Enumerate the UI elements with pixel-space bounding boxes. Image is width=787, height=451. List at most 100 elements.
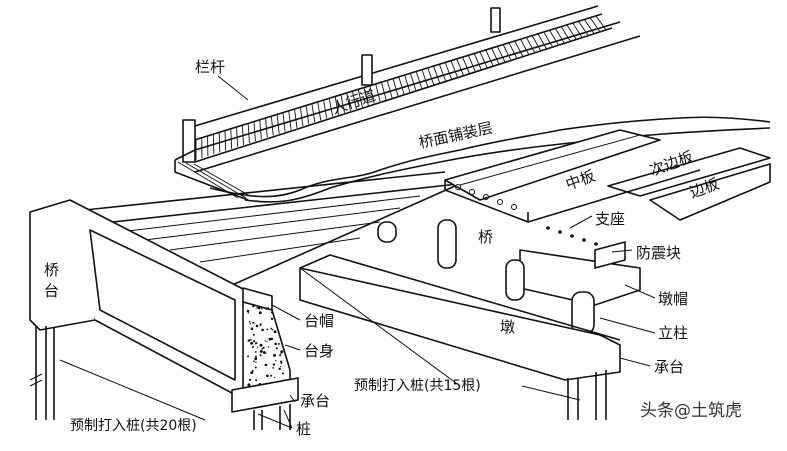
baluster xyxy=(386,80,393,98)
concrete-stipple xyxy=(259,324,262,327)
concrete-stipple xyxy=(280,361,283,364)
baluster xyxy=(508,42,518,59)
concrete-stipple xyxy=(255,324,259,328)
baluster xyxy=(589,17,601,33)
baluster xyxy=(578,21,589,36)
label-abutment-body: 台身 xyxy=(304,342,334,360)
leader-lines xyxy=(59,75,656,429)
concrete-stipple xyxy=(247,383,251,387)
concrete-stipple xyxy=(281,372,284,375)
baluster xyxy=(323,100,328,119)
baluster xyxy=(328,98,334,117)
baluster xyxy=(392,78,399,97)
baluster xyxy=(375,84,381,102)
baluster xyxy=(537,33,547,50)
piles-left xyxy=(29,326,291,430)
baluster xyxy=(502,44,512,61)
baluster xyxy=(369,85,375,104)
baluster xyxy=(357,89,363,108)
concrete-stipple xyxy=(266,340,268,343)
concrete-stipple xyxy=(261,347,264,350)
concrete-stipple xyxy=(255,355,257,358)
concrete-stipple xyxy=(279,354,282,357)
concrete-stipple xyxy=(250,339,252,341)
concrete-stipple xyxy=(254,357,258,361)
concrete-stipple xyxy=(280,353,282,355)
concrete-stipple xyxy=(266,328,269,331)
concrete-stipple xyxy=(256,307,258,309)
baluster xyxy=(433,66,441,83)
baluster xyxy=(410,73,417,91)
concrete-stipple xyxy=(270,337,274,341)
baluster xyxy=(566,24,577,40)
baluster xyxy=(526,37,536,53)
concrete-stipple xyxy=(255,361,257,364)
concrete-stipple xyxy=(250,327,254,330)
label-bridge-short: 桥 xyxy=(478,228,493,246)
label-pile-cap-right: 承台 xyxy=(654,358,684,376)
label-seismic-block: 防震块 xyxy=(636,244,681,262)
baluster xyxy=(462,57,470,74)
baluster xyxy=(479,51,488,68)
concrete-stipple xyxy=(256,346,259,348)
concrete-stipple xyxy=(267,346,270,348)
concrete-stipple xyxy=(274,342,277,346)
baluster xyxy=(555,28,565,44)
concrete-stipple xyxy=(248,320,251,323)
concrete-stipple xyxy=(252,333,255,336)
concrete-stipple xyxy=(254,366,257,369)
sidewalk xyxy=(174,21,641,201)
label-column: 立柱 xyxy=(658,324,688,342)
concrete-stipple xyxy=(264,363,268,367)
baluster xyxy=(514,40,524,57)
baluster xyxy=(311,103,316,123)
concrete-stipple xyxy=(247,355,250,358)
concrete-stipple xyxy=(254,351,257,353)
baluster xyxy=(381,82,387,100)
baluster xyxy=(549,30,559,46)
baluster xyxy=(497,46,506,63)
label-precast-pile-20: 预制打入桩(共20根) xyxy=(70,417,197,434)
baluster xyxy=(288,111,292,130)
concrete-stipple xyxy=(270,317,274,321)
pier xyxy=(299,219,641,420)
label-pier: 墩 xyxy=(500,318,515,336)
concrete-stipple xyxy=(250,371,254,375)
concrete-stipple xyxy=(252,321,255,324)
baluster xyxy=(595,15,607,31)
baluster xyxy=(450,60,458,78)
baluster xyxy=(491,48,500,65)
concrete-stipple xyxy=(268,337,272,341)
baluster xyxy=(456,58,464,76)
baluster xyxy=(520,39,530,55)
concrete-stipple xyxy=(273,330,277,334)
concrete-stipple xyxy=(275,360,277,362)
baluster xyxy=(421,69,429,87)
concrete-stipple xyxy=(275,347,278,350)
concrete-stipple xyxy=(266,374,269,378)
deck-slabs xyxy=(84,129,771,287)
concrete-stipple xyxy=(272,367,274,369)
baluster xyxy=(439,64,446,82)
concrete-stipple xyxy=(278,367,281,370)
concrete-stipple xyxy=(272,363,276,366)
concrete-stipple xyxy=(255,379,258,382)
baluster xyxy=(468,55,476,72)
concrete-stipple xyxy=(267,307,269,309)
concrete-stipple xyxy=(261,307,263,310)
label-precast-pile-15: 预制打入桩(共15根) xyxy=(354,377,481,394)
concrete-stipple xyxy=(277,342,280,345)
concrete-stipple xyxy=(262,351,266,354)
baluster xyxy=(560,26,571,42)
concrete-stipple xyxy=(249,322,252,325)
label-bearing: 支座 xyxy=(595,210,625,228)
concrete-stipple xyxy=(252,304,255,308)
baluster xyxy=(352,91,357,110)
concrete-stipple xyxy=(259,349,263,353)
baluster xyxy=(543,31,553,48)
concrete-stipple xyxy=(259,354,262,357)
concrete-stipple xyxy=(274,376,276,379)
concrete-stipple xyxy=(279,365,282,368)
concrete-stipple xyxy=(253,340,256,343)
